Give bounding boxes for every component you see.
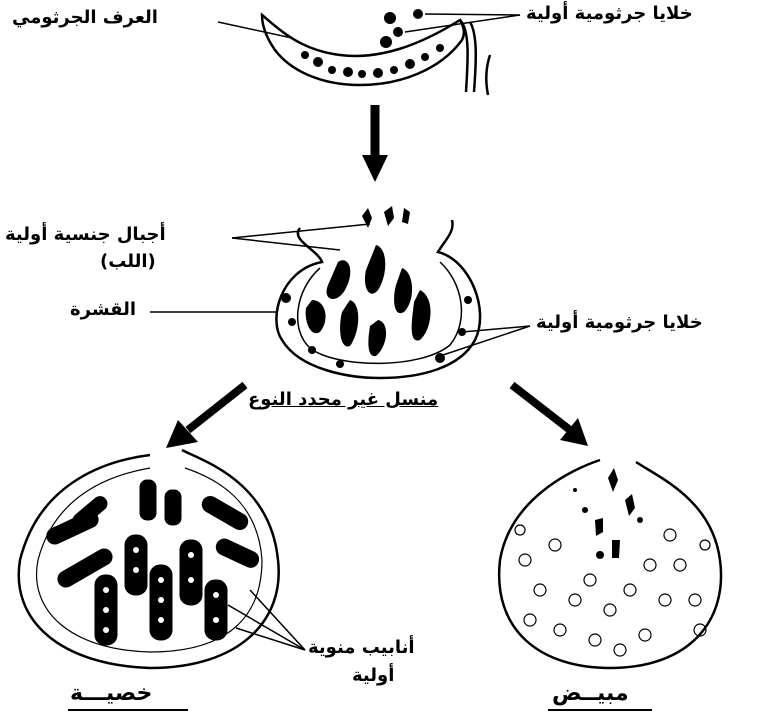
arrow-to-ovary — [512, 385, 588, 446]
label-indifferent-gonad: منسل غير محدد النوع — [248, 390, 438, 410]
arrow-down — [362, 105, 388, 182]
germinal-ridge-drawing — [262, 15, 490, 95]
label-primary-sex-cords-1: أجبال جنسية أولية — [5, 225, 166, 245]
label-primary-sex-cords-2: (اللب) — [100, 252, 156, 272]
label-testis: خصيـــة — [70, 682, 152, 706]
testis-drawing — [19, 450, 279, 668]
ovary-drawing — [499, 460, 721, 668]
label-cortex: القشرة — [70, 300, 136, 320]
label-germinal-ridge: العرف الجرثومي — [12, 8, 158, 28]
arrow-to-testis — [166, 385, 245, 448]
label-ovary: مبيــض — [552, 682, 629, 706]
label-seminiferous-tubules-2: أولية — [352, 666, 394, 686]
label-seminiferous-tubules-1: أنابيب منوية — [308, 638, 415, 658]
label-primordial-germ-cells-top: خلايا جرثومية أولية — [526, 4, 693, 24]
label-primordial-germ-cells-mid: خلايا جرثومية أولية — [536, 313, 703, 333]
